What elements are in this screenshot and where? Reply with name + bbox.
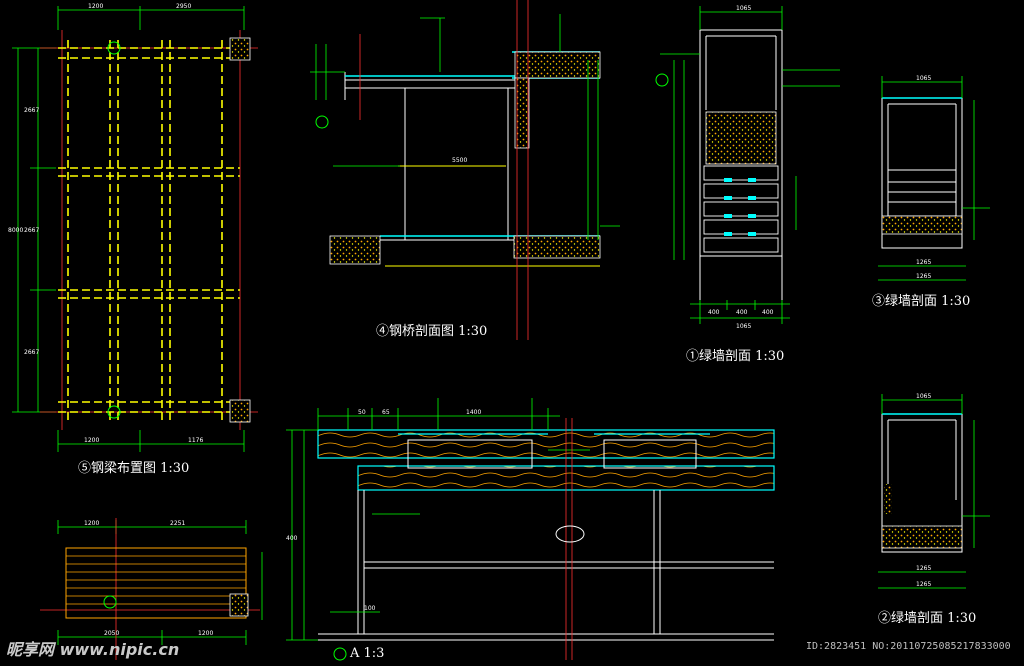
dim-bridge-span: 5500 [452,157,467,164]
dim-gw2-bottom-2: 1265 [916,581,931,588]
green-wall-section-2 [878,394,990,589]
dim-beam-left-2: 2667 [24,227,39,234]
dim-detail-top-2: 65 [382,409,390,416]
dim-gw1-bottom-1: 400 [708,309,720,316]
dim-deck-bottom-2: 1200 [198,630,213,637]
dim-gw2-bottom-1: 1265 [916,565,931,572]
dim-deck-top-1: 1200 [84,520,99,527]
dim-detail-bottom: 100 [364,605,376,612]
dim-beam-left-total: 8000 [8,227,23,234]
dim-beam-bottom-1: 1200 [84,437,99,444]
watermark-logo: 昵享网 www.nipic.cn [6,640,180,659]
dim-deck-bottom-1: 2050 [104,630,119,637]
dim-gw1-bottom-total: 1065 [736,323,751,330]
dim-beam-top-1: 1200 [88,3,103,10]
deck-plan-drawing [40,518,263,660]
title-green-wall-3: ③绿墙剖面 1:30 [872,294,971,309]
dim-beam-bottom-2: 1176 [188,437,203,444]
title-green-wall-1: ①绿墙剖面 1:30 [686,349,785,364]
dim-gw3-bottom-2: 1265 [916,273,931,280]
beam-plan-drawing [12,6,258,452]
watermark-id: ID:2823451 NO:20110725085217833000 [806,641,1011,652]
dim-detail-top-1: 50 [358,409,366,416]
dim-detail-top-3: 1400 [466,409,481,416]
dim-gw2-top: 1065 [916,393,931,400]
dim-gw3-bottom-1: 1265 [916,259,931,266]
title-beam-plan: ⑤钢梁布置图 1:30 [78,461,190,476]
dim-gw3-top: 1065 [916,75,931,82]
title-green-wall-2: ②绿墙剖面 1:30 [878,611,977,626]
detail-a-drawing [286,398,775,661]
title-detail-a: A 1:3 [350,646,385,661]
green-wall-section-1 [655,6,840,324]
dim-beam-left-3: 2667 [24,349,39,356]
dim-beam-top-2: 2950 [176,3,191,10]
dim-deck-top-2: 2251 [170,520,185,527]
title-bridge-section: ④钢桥剖面图 1:30 [376,324,488,339]
dim-detail-height: 400 [286,535,298,542]
dim-gw1-top: 1065 [736,5,751,12]
green-wall-section-3 [878,76,990,281]
dim-gw1-bottom-2: 400 [736,309,748,316]
bridge-section-drawing [310,0,620,340]
dimension-labels: 1200 2950 2667 2667 2667 8000 1200 1176 … [8,3,931,637]
dim-gw1-bottom-3: 400 [762,309,774,316]
dim-beam-left-1: 2667 [24,107,39,114]
